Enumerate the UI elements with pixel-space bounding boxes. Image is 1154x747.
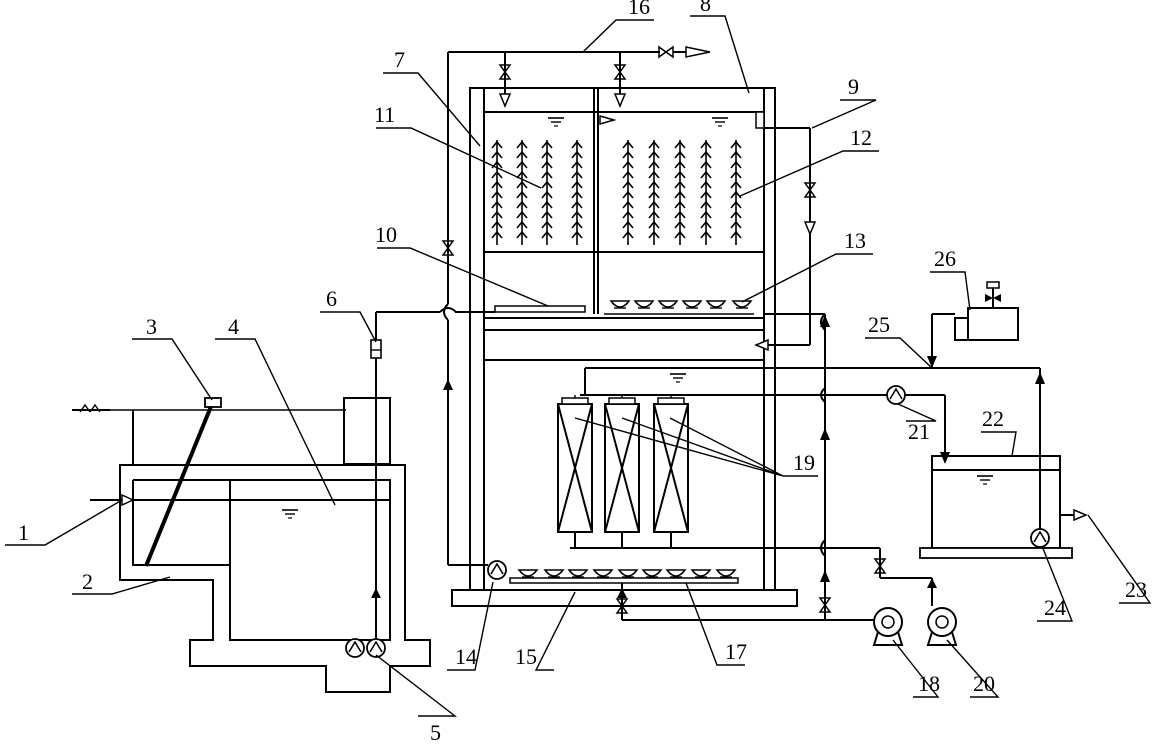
label-10: 10 <box>375 222 397 247</box>
label-1: 1 <box>18 520 29 545</box>
label-14: 14 <box>455 644 477 669</box>
fiber-filler-12 <box>622 139 742 246</box>
membrane-modules <box>557 367 890 549</box>
flowmeter <box>370 339 382 359</box>
lift-pump-b <box>366 638 386 658</box>
label-18: 18 <box>918 671 940 696</box>
lift-pump-a <box>345 638 365 658</box>
label-12: 12 <box>850 125 872 150</box>
adjusting-tank <box>72 311 440 693</box>
label-5: 5 <box>430 720 441 745</box>
label-4: 4 <box>228 314 239 339</box>
label-16: 16 <box>628 0 650 19</box>
bottom-diffusers <box>509 569 739 584</box>
backwash-pump <box>1030 528 1050 548</box>
leader-lines <box>5 15 1152 717</box>
grille-box <box>204 397 222 408</box>
label-20: 20 <box>973 671 995 696</box>
label-25: 25 <box>868 312 890 337</box>
label-15: 15 <box>515 644 537 669</box>
label-23: 23 <box>1125 577 1147 602</box>
number-labels: 1 2 3 4 5 6 7 8 9 10 11 12 13 14 15 16 1… <box>18 0 1147 745</box>
sludge-recycle-line <box>442 46 711 580</box>
label-17: 17 <box>725 639 747 664</box>
water-distributor <box>494 305 586 313</box>
feed-line <box>439 307 495 313</box>
label-8: 8 <box>700 0 711 16</box>
label-13: 13 <box>844 228 866 253</box>
label-24: 24 <box>1044 595 1066 620</box>
blower-20 <box>926 607 958 646</box>
label-11: 11 <box>374 102 395 127</box>
dosing-tank <box>927 281 1019 368</box>
label-22: 22 <box>982 406 1004 431</box>
upper-diffusers <box>610 300 752 309</box>
fiber-filler-11 <box>491 139 583 246</box>
label-9: 9 <box>848 74 859 99</box>
label-26: 26 <box>934 246 956 271</box>
overflow-return-line <box>754 127 817 352</box>
label-2: 2 <box>82 569 93 594</box>
label-3: 3 <box>146 314 157 339</box>
effluent-system <box>585 367 1088 559</box>
label-6: 6 <box>326 286 337 311</box>
blower-18 <box>872 607 904 646</box>
label-21: 21 <box>908 419 930 444</box>
label-7: 7 <box>394 47 405 72</box>
air-lines <box>616 313 937 621</box>
suction-pump <box>886 385 906 405</box>
label-19: 19 <box>793 450 815 475</box>
sludge-pump <box>487 560 507 580</box>
